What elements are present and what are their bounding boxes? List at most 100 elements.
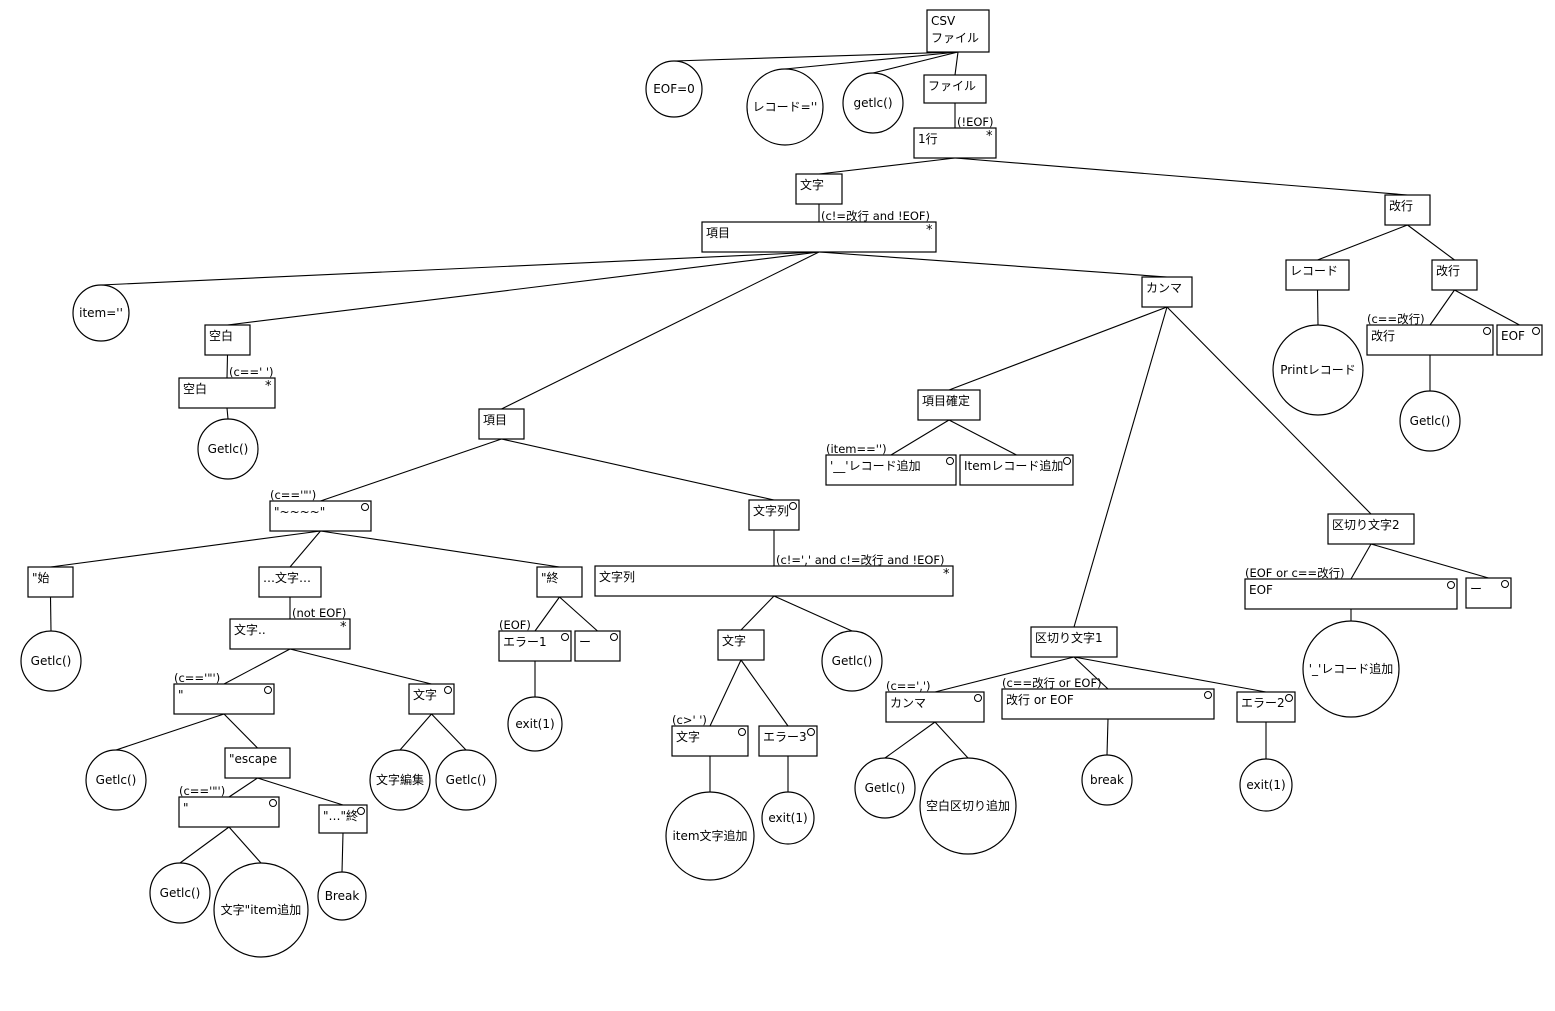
node-nl_eof[interactable]: EOF (1496, 324, 1543, 356)
selection-mark-icon (1204, 691, 1212, 699)
node-q_dq[interactable]: "(c=='"') (173, 671, 275, 715)
condition-label: (c=='"') (270, 488, 316, 502)
node-label: カンマ (890, 696, 926, 710)
structure-box (536, 566, 583, 598)
node-label: 文字 (800, 177, 824, 192)
node-getlc_dq[interactable]: Getlc() (85, 749, 147, 811)
node-d2_none[interactable]: ー (1465, 577, 1512, 609)
node-str_loop[interactable]: 文字列*(c!=',' and c!=改行 and !EOF) (594, 553, 954, 597)
node-nl_nl[interactable]: 改行(c==改行) (1366, 312, 1494, 356)
node-item_init[interactable]: item='' (72, 284, 130, 342)
node-label: "…"終 (323, 808, 358, 823)
node-escape[interactable]: "escape (224, 747, 291, 779)
node-d1_comma[interactable]: カンマ(c==',') (885, 679, 985, 723)
node-err1[interactable]: エラー1(EOF) (498, 618, 572, 662)
node-delim2[interactable]: 区切り文字2 (1327, 513, 1415, 545)
node-line[interactable]: 1行*(!EOF) (913, 115, 997, 159)
node-exit1_c[interactable]: exit(1) (761, 791, 815, 845)
edge-q_end-to-q_end_none (559, 596, 598, 632)
node-str_char[interactable]: 文字 (717, 629, 765, 661)
node-add_empty_rec[interactable]: '__'レコード追加(item=='') (825, 442, 957, 486)
node-add_blank_delim[interactable]: 空白区切り追加 (919, 757, 1017, 855)
node-eof0[interactable]: EOF=0 (645, 60, 703, 118)
process-circle (919, 757, 1017, 855)
node-esc_dq[interactable]: "(c=='"') (178, 784, 280, 828)
edge-comma-to-delim1 (1073, 306, 1168, 628)
node-item_add_char[interactable]: item文字追加 (665, 791, 755, 881)
edge-d1_nl_eof-to-break_d1 (1106, 718, 1109, 756)
condition-label: (c==改行) (1367, 312, 1425, 326)
node-exit1_b[interactable]: exit(1) (1239, 758, 1293, 812)
node-moji[interactable]: 文字 (795, 173, 843, 205)
node-getlc_d1[interactable]: Getlc() (854, 757, 916, 819)
selection-mark-icon (1483, 327, 1491, 335)
node-getlc_kuhaku[interactable]: Getlc() (197, 418, 259, 480)
structure-box (795, 173, 843, 205)
selection-mark-icon (269, 799, 277, 807)
node-getlc_nl[interactable]: Getlc() (1399, 390, 1461, 452)
node-q_start[interactable]: "始 (27, 566, 74, 598)
edge-koumoku-to-str (501, 438, 775, 501)
node-delim1[interactable]: 区切り文字1 (1030, 626, 1118, 658)
node-label: 項目 (706, 226, 730, 240)
structure-box (913, 127, 997, 159)
node-getlc_qchar[interactable]: Getlc() (435, 749, 497, 811)
node-getlc_str[interactable]: Getlc() (821, 630, 883, 692)
node-rec_init[interactable]: レコード='' (746, 68, 824, 146)
node-koumoku[interactable]: 項目 (478, 408, 525, 440)
node-kuhaku[interactable]: 空白 (204, 324, 251, 356)
node-q_end[interactable]: "終 (536, 566, 583, 598)
node-label: '__'レコード追加 (830, 458, 921, 473)
node-err2[interactable]: エラー2 (1236, 691, 1296, 723)
process-circle (149, 862, 211, 924)
node-q_body_loop[interactable]: 文字..*(not EOF) (229, 606, 351, 650)
node-label: ー (579, 635, 591, 649)
node-print_rec[interactable]: Printレコード (1272, 324, 1364, 416)
edge-line-to-kaigyo (954, 157, 1408, 196)
node-q_end_inner[interactable]: "…"終 (318, 804, 368, 834)
node-err3[interactable]: エラー3 (758, 725, 818, 757)
node-break_d1[interactable]: break (1081, 754, 1133, 806)
node-getlc_top[interactable]: getlc() (842, 72, 904, 134)
node-getlc_esc[interactable]: Getlc() (149, 862, 211, 924)
node-kaigyo[interactable]: 改行 (1384, 194, 1431, 226)
node-nl_record[interactable]: レコード (1285, 259, 1350, 291)
edge-q_end-to-err1 (534, 596, 560, 632)
node-exit1_a[interactable]: exit(1) (507, 696, 563, 752)
node-q_end_none[interactable]: ー (574, 630, 621, 662)
process-circle (213, 862, 309, 958)
node-getlc_qstart[interactable]: Getlc() (20, 630, 82, 692)
edge-quoted-to-q_start (50, 530, 321, 568)
node-add_rec_sep[interactable]: '_'レコード追加 (1302, 620, 1400, 718)
structure-box (478, 408, 525, 440)
condition-label: (c!=改行 and !EOF) (821, 209, 930, 223)
node-nl_sel[interactable]: 改行 (1431, 259, 1478, 291)
node-koumoku_loop[interactable]: 項目*(c!=改行 and !EOF) (701, 209, 937, 253)
node-break_q[interactable]: Break (317, 871, 367, 921)
node-add_item_rec[interactable]: Itemレコード追加 (959, 454, 1074, 486)
node-str[interactable]: 文字列 (748, 499, 800, 531)
node-add_dq_item[interactable]: 文字"item追加 (213, 862, 309, 958)
node-d2_eof[interactable]: EOF(EOF or c==改行) (1244, 566, 1458, 610)
node-str_char_ok[interactable]: 文字(c>' ') (671, 713, 749, 757)
node-q_body[interactable]: …文字… (258, 566, 322, 598)
node-file[interactable]: ファイル (923, 74, 987, 104)
node-label: 文字"item追加 (221, 902, 302, 917)
selection-mark-icon (1447, 581, 1455, 589)
structure-box (224, 747, 291, 779)
structure-box (671, 725, 749, 757)
node-label: " (183, 801, 189, 815)
node-comma[interactable]: カンマ (1141, 276, 1193, 308)
node-q_char[interactable]: 文字 (408, 683, 455, 715)
node-quoted[interactable]: "~~~~"(c=='"') (269, 488, 372, 532)
process-circle (746, 68, 824, 146)
node-kuhaku_loop[interactable]: 空白*(c==' ') (178, 365, 276, 409)
node-label: レコード (1290, 264, 1338, 278)
node-commit[interactable]: 項目確定 (917, 389, 981, 421)
node-label: 文字.. (234, 622, 266, 637)
node-label: 区切り文字2 (1332, 517, 1400, 532)
node-char_edit[interactable]: 文字編集 (369, 749, 431, 811)
node-d1_nl_eof[interactable]: 改行 or EOF(c==改行 or EOF) (1001, 676, 1215, 720)
structure-box (178, 377, 276, 409)
